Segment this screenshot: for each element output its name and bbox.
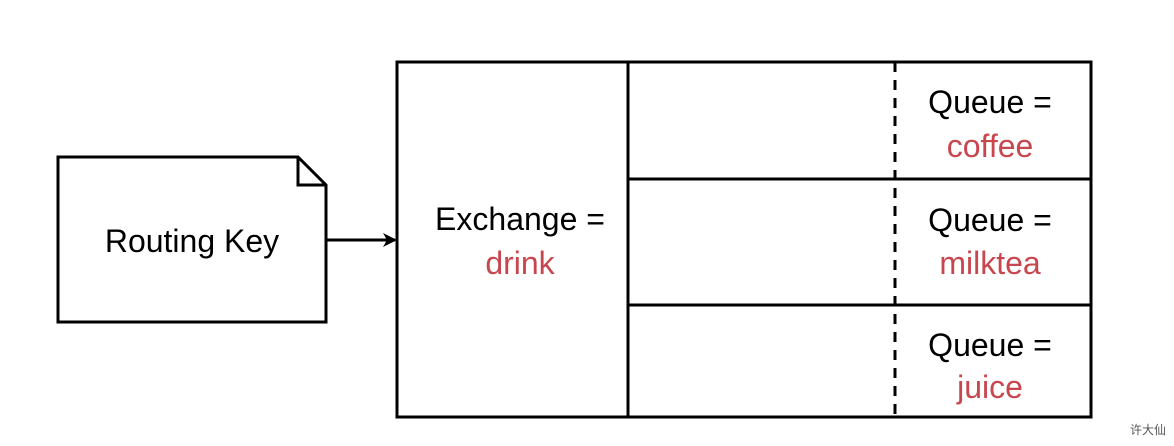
routing-key-label: Routing Key — [105, 223, 279, 259]
exchange-container: Exchange = drink Queue = coffee Queue = … — [395, 60, 1093, 419]
routing-key-node: Routing Key — [56, 155, 328, 324]
exchange-label: Exchange = — [435, 201, 605, 237]
watermark-text: 许大仙 — [1130, 423, 1166, 437]
document-shape — [56, 155, 328, 324]
queue-3-label: Queue = — [928, 327, 1052, 363]
exchange-value: drink — [485, 245, 555, 281]
queue-2-value: milktea — [939, 245, 1041, 281]
queue-1-label: Queue = — [928, 84, 1052, 120]
queue-1-value: coffee — [947, 128, 1034, 164]
queue-3-value: juice — [956, 369, 1023, 405]
exchange-outer-box — [395, 60, 1093, 419]
document-fold-corner — [296, 157, 326, 187]
queue-2-label: Queue = — [928, 202, 1052, 238]
